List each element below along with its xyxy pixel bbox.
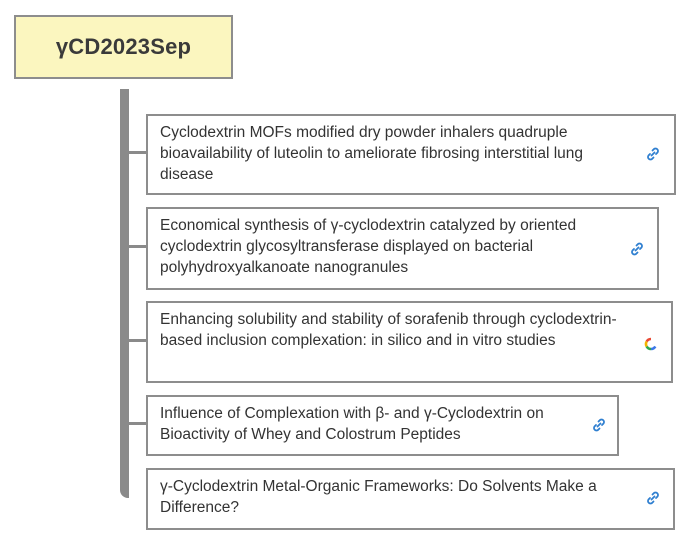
connector-trunk xyxy=(120,89,129,498)
link-icon[interactable] xyxy=(629,241,645,257)
root-topic-title: γCD2023Sep xyxy=(55,34,192,59)
connector-branch xyxy=(122,151,148,154)
loading-icon xyxy=(644,337,657,351)
subtopic-node[interactable]: Influence of Complexation with β- and γ-… xyxy=(146,395,619,456)
link-icon[interactable] xyxy=(591,417,607,433)
connector-branch xyxy=(122,422,148,425)
subtopic-node[interactable]: Enhancing solubility and stability of so… xyxy=(146,301,673,383)
subtopic-node[interactable]: Cyclodextrin MOFs modified dry powder in… xyxy=(146,114,676,195)
subtopic-node[interactable]: Economical synthesis of γ-cyclodextrin c… xyxy=(146,207,659,290)
subtopic-text: Enhancing solubility and stability of so… xyxy=(160,311,617,349)
connector-branch xyxy=(122,339,148,342)
connector-branch xyxy=(122,245,148,248)
link-icon[interactable] xyxy=(645,490,661,506)
subtopic-node[interactable]: γ-Cyclodextrin Metal-Organic Frameworks:… xyxy=(146,468,675,530)
subtopic-text: Economical synthesis of γ-cyclodextrin c… xyxy=(160,217,577,276)
subtopic-text: γ-Cyclodextrin Metal-Organic Frameworks:… xyxy=(160,478,597,516)
root-topic[interactable]: γCD2023Sep xyxy=(14,15,233,79)
subtopic-text: Influence of Complexation with β- and γ-… xyxy=(160,405,544,443)
link-icon[interactable] xyxy=(645,146,661,162)
subtopic-text: Cyclodextrin MOFs modified dry powder in… xyxy=(160,124,584,183)
